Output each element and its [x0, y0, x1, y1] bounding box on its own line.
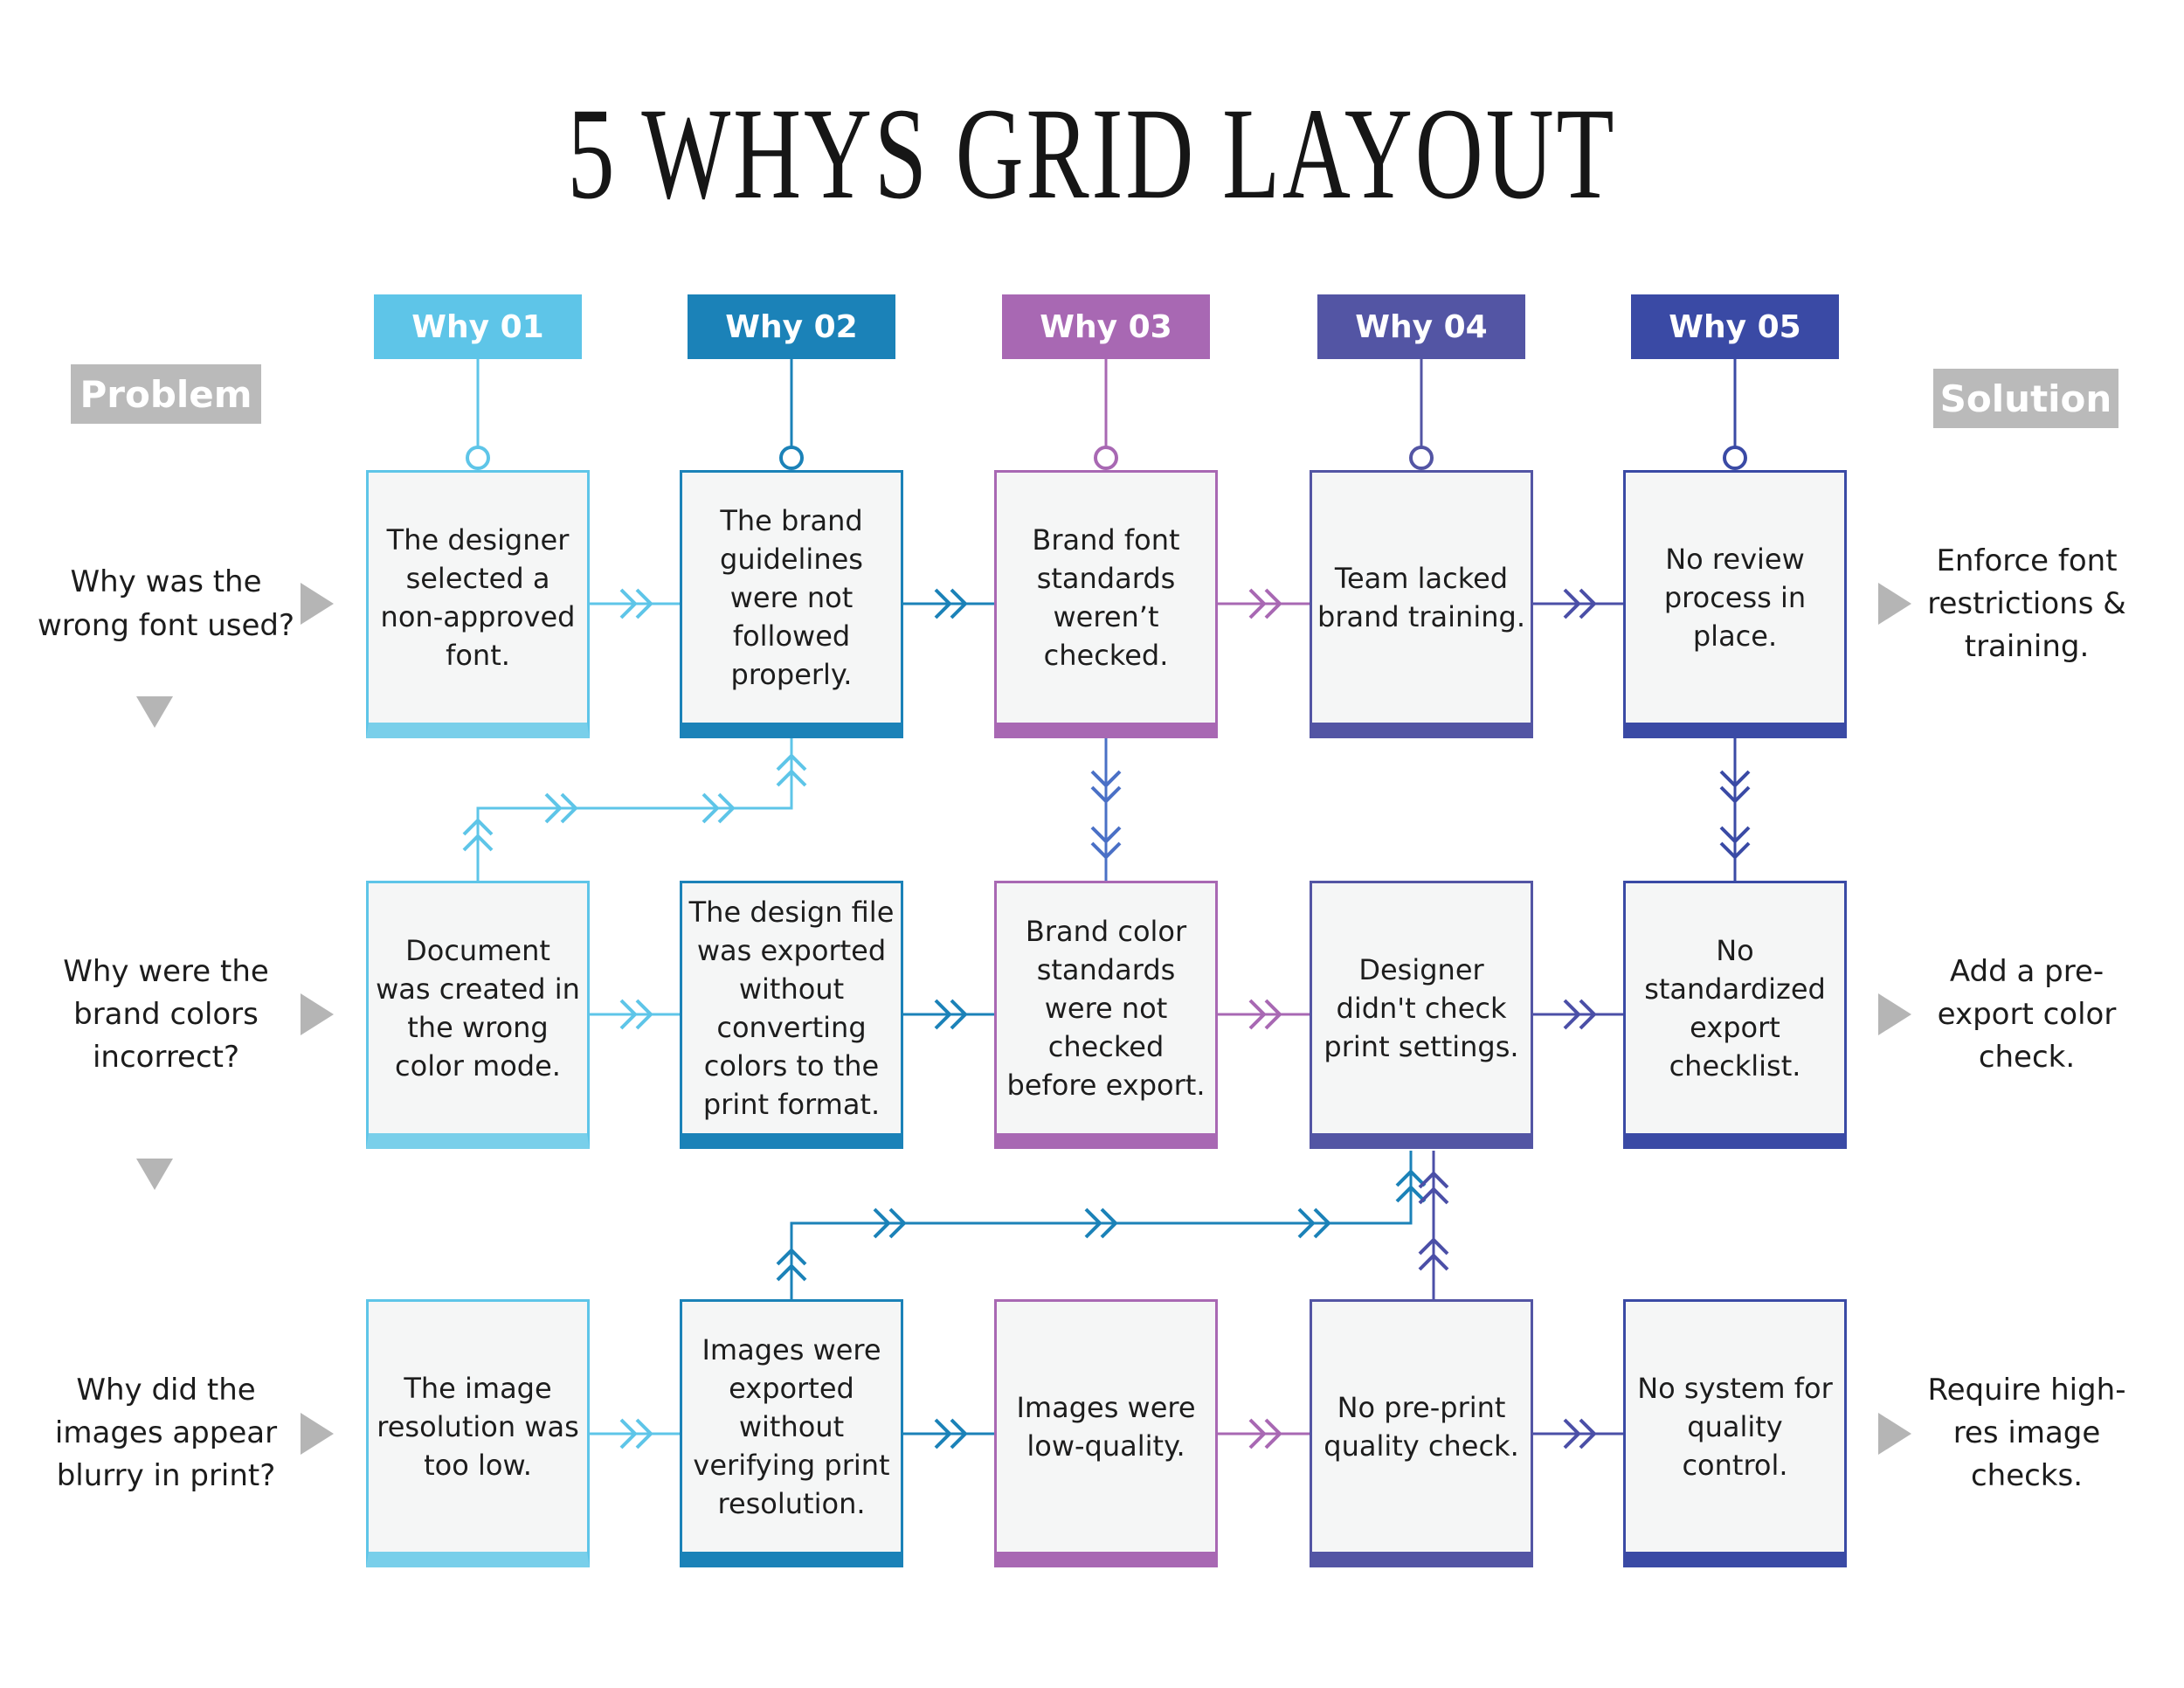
row2-solution-arrow-icon — [1878, 993, 1911, 1035]
badge-drop-lines — [466, 359, 1747, 470]
row2-arrows — [590, 999, 1623, 1030]
cause-box-r1-c3: Brand font standards weren’t checked. — [994, 470, 1218, 738]
badge-why-05: Why 05 — [1631, 294, 1839, 359]
page-title: 5 WHYS GRID LAYOUT — [567, 81, 1617, 226]
cause-box-r3-c2: Images were exported without verifying p… — [680, 1299, 903, 1567]
badge-why-02: Why 02 — [688, 294, 895, 359]
cause-box-r1-c5: No review process in place. — [1623, 470, 1847, 738]
cause-box-r3-c5: No system for quality control. — [1623, 1299, 1847, 1567]
cause-box-r2-c3: Brand color standards were not checked b… — [994, 881, 1218, 1149]
cause-box-r2-c4: Designer didn't check print settings. — [1310, 881, 1533, 1149]
row3-to-row2-zigzag-link — [776, 1151, 1427, 1299]
row3-problem-arrow-icon — [301, 1413, 334, 1455]
column4-up-link — [1418, 1151, 1449, 1299]
row3-solution: Require high-res image checks. — [1927, 1372, 2126, 1494]
cause-box-r2-c2: The design file was exported without con… — [680, 881, 903, 1149]
row2-problem-arrow-icon — [301, 993, 334, 1035]
cause-box-r1-c4: Team lacked brand training. — [1310, 470, 1533, 738]
badge-why-03: Why 03 — [1002, 294, 1210, 359]
badge-why-01: Why 01 — [374, 294, 582, 359]
row1-next-problem-arrow-icon — [136, 696, 173, 728]
row3-solution-arrow-icon — [1878, 1413, 1911, 1455]
row1-solution: Enforce font restrictions & training. — [1927, 543, 2126, 665]
row2-next-problem-arrow-icon — [136, 1159, 173, 1190]
row1-problem-arrow-icon — [301, 583, 334, 625]
row1-question: Why was the wrong font used? — [37, 564, 295, 643]
row3-question: Why did the images appear blurry in prin… — [54, 1372, 278, 1494]
cause-box-r3-c1: The image resolution was too low. — [366, 1299, 590, 1567]
badge-why-04: Why 04 — [1317, 294, 1525, 359]
row2-solution: Add a pre-export color check. — [1937, 953, 2117, 1076]
row1-solution-arrow-icon — [1878, 583, 1911, 625]
problem-label-badge: Problem — [71, 364, 261, 424]
cause-box-r1-c1: The designer selected a non-approved fon… — [366, 470, 590, 738]
cause-box-r3-c4: No pre-print quality check. — [1310, 1299, 1533, 1567]
column5-down-link — [1719, 738, 1751, 881]
row2-to-row1-zigzag-link — [462, 738, 807, 881]
row3-arrows — [590, 1418, 1623, 1449]
cause-box-r2-c5: No standardized export checklist. — [1623, 881, 1847, 1149]
row2-question: Why were the brand colors incorrect? — [63, 953, 269, 1076]
cause-box-r1-c2: The brand guidelines were not followed p… — [680, 470, 903, 738]
cause-box-r2-c1: Document was created in the wrong color … — [366, 881, 590, 1149]
solution-label-badge: Solution — [1933, 369, 2118, 428]
row1-arrows — [590, 588, 1623, 619]
cause-box-r3-c3: Images were low-quality. — [994, 1299, 1218, 1567]
column3-down-link — [1090, 738, 1122, 881]
